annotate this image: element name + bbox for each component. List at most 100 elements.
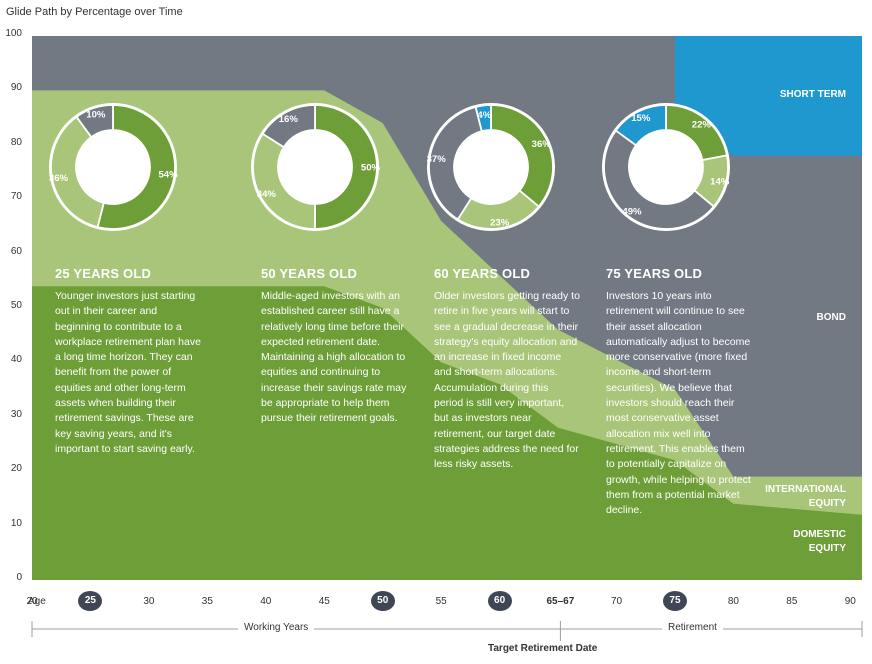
x-tick-label: 45 <box>318 596 330 607</box>
phase-50: 50 YEARS OLD Middle-aged investors with … <box>261 266 407 427</box>
donut-slice-label: 37% <box>427 154 447 165</box>
phase-60: 60 YEARS OLD Older investors getting rea… <box>434 266 580 473</box>
donut-center-label: Strategy <box>296 174 335 185</box>
donut-center-label: 2025 <box>480 163 502 174</box>
donut-slice <box>474 104 492 133</box>
y-tick-label: 40 <box>10 354 22 366</box>
x-tick-label: 80 <box>727 596 739 607</box>
retirement-label: Retirement <box>662 622 723 633</box>
x-tick-label: 85 <box>786 596 798 607</box>
area-bond-edge <box>441 36 675 118</box>
donut-center-label: Strategy <box>94 174 133 185</box>
area-domestic-equity <box>32 286 862 580</box>
donut-center-label: Allocation: <box>290 152 339 163</box>
y-tick-label: 70 <box>10 191 22 203</box>
y-tick-label: 50 <box>10 300 22 311</box>
donut-slice <box>428 105 483 221</box>
donut-center-label: Allocation: <box>88 152 137 163</box>
x-tick-label: 65–67 <box>546 596 575 607</box>
band-label-domestic-equity: DOMESTIC EQUITY <box>793 528 846 556</box>
y-tick-label: 10 <box>10 517 22 529</box>
x-tick-label: 75 <box>662 591 687 611</box>
chart-title: Glide Path by Percentage over Time <box>6 6 183 18</box>
band-label-line: EQUITY <box>808 498 846 509</box>
donut-slice-label: 50% <box>361 163 381 174</box>
y-tick-label: 80 <box>10 136 22 148</box>
working-years-label: Working Years <box>238 622 315 633</box>
band-label-bond: BOND <box>817 311 846 325</box>
donut-slice <box>490 104 554 208</box>
donut-slice-label: 22% <box>692 120 712 131</box>
band-label-line: EQUITY <box>808 543 846 554</box>
phase-heading: 75 YEARS OLD <box>606 266 703 281</box>
x-tick-label: 50 <box>370 591 395 611</box>
donut-center-label: Strategy <box>647 174 686 185</box>
x-axis-label: Age <box>28 596 46 607</box>
x-tick-label: 90 <box>844 596 856 607</box>
donut-slice-label: 49% <box>622 206 642 217</box>
donut-slice <box>50 115 105 229</box>
donut-center-label: Allocation: <box>466 152 515 163</box>
y-tick-label: 30 <box>10 408 22 420</box>
y-tick-label: 90 <box>10 82 22 94</box>
phase-text: Younger investors just starting out in t… <box>55 290 201 455</box>
donut-slice-label: 36% <box>532 139 552 150</box>
donut-center-label: 2035 <box>304 163 326 174</box>
x-tick-label: 60 <box>487 591 512 611</box>
phase-text: Middle-aged investors with an establishe… <box>261 290 407 425</box>
x-tick-label: 40 <box>260 596 272 607</box>
donut-slice <box>603 129 716 230</box>
donut-center-label: Allocation: <box>641 152 690 163</box>
band-label-line: BOND <box>816 312 846 323</box>
donut-slice <box>96 104 176 230</box>
donut-inner-ring <box>455 131 527 203</box>
donut-inner-ring <box>630 131 702 203</box>
band-label-short-term: SHORT TERM <box>780 88 846 102</box>
phase-heading: 60 YEARS OLD <box>434 266 531 281</box>
donut-slice-label: 23% <box>490 217 510 228</box>
donut-center-label: 2010 <box>655 163 676 174</box>
band-label-line: DOMESTIC <box>793 529 846 540</box>
x-tick-label: 55 <box>435 596 447 607</box>
donut-inner-ring <box>279 131 351 203</box>
x-tick-label: 30 <box>143 596 155 607</box>
donut-slice <box>252 132 316 230</box>
donut-slice-label: 14% <box>710 176 730 187</box>
phase-heading: 50 YEARS OLD <box>261 266 358 281</box>
y-tick-label: 100 <box>5 28 22 39</box>
donut-slice-label: 54% <box>158 169 178 180</box>
x-tick-label: 25 <box>78 591 103 611</box>
donut-inner-ring <box>77 131 149 203</box>
phase-75: 75 YEARS OLD Investors 10 years into ret… <box>606 266 752 518</box>
x-tick-label: 70 <box>610 596 623 607</box>
donut-slice-label: 34% <box>257 189 277 200</box>
phase-heading: 25 YEARS OLD <box>55 266 152 281</box>
donut-slice <box>314 104 378 230</box>
donut-slice <box>75 104 114 139</box>
donut-slice-label: 16% <box>279 114 299 125</box>
phase-25: 25 YEARS OLD Younger investors just star… <box>55 266 205 457</box>
donut-slice-label: 36% <box>49 173 69 184</box>
donut-slice <box>261 104 316 149</box>
y-tick-label: 0 <box>16 572 22 583</box>
phase-text: Older investors getting ready to retire … <box>434 290 580 471</box>
y-tick-label: 20 <box>10 463 22 475</box>
donut-slice-label: 15% <box>631 113 651 124</box>
x-tick-label: 20 <box>26 596 38 607</box>
donut-center-label: Strategy <box>472 174 511 185</box>
band-label-international-equity: INTERNATIONAL EQUITY <box>765 483 846 511</box>
donut-slice <box>614 104 667 147</box>
band-label-line: SHORT TERM <box>779 89 846 100</box>
donut-slice-label: 10% <box>86 110 106 121</box>
band-label-line: INTERNATIONAL <box>765 484 846 495</box>
phase-text: Investors 10 years into retirement will … <box>606 290 751 517</box>
y-tick-label: 60 <box>10 245 22 257</box>
donut-slice-label: 4% <box>477 110 491 121</box>
x-tick-label: 35 <box>201 596 213 607</box>
target-retirement-label: Target Retirement Date <box>488 643 598 654</box>
